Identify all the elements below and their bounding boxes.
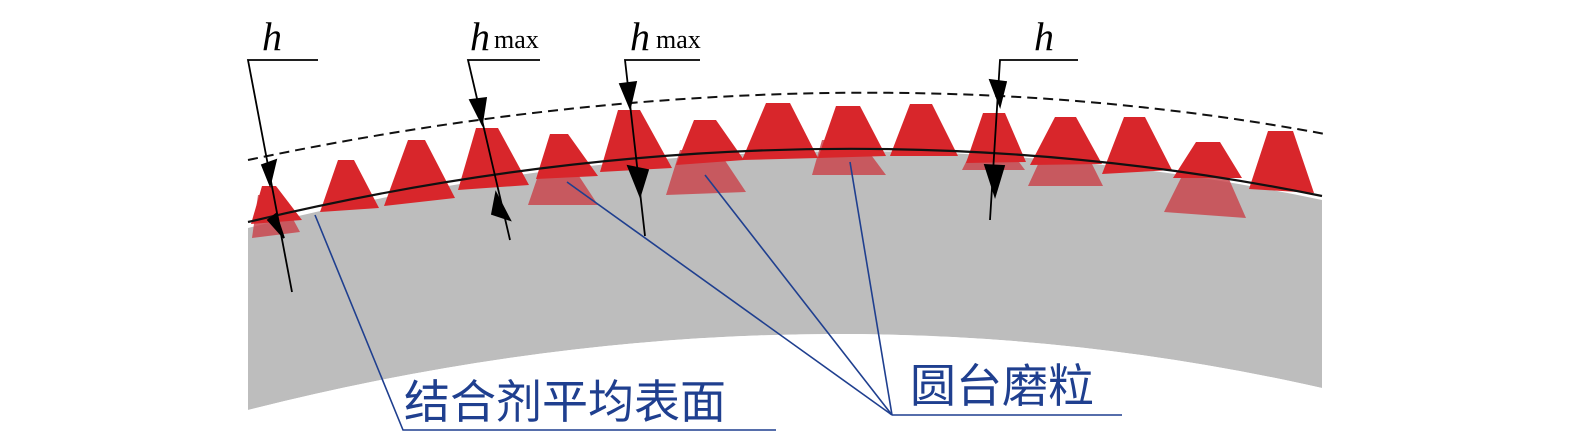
label-truncated-cone-grains: 圆台磨粒: [910, 359, 1094, 413]
leader-grains-3: [849, 161, 893, 416]
grain-embedded-7: [1164, 170, 1246, 218]
leader-grains-1: [566, 181, 893, 416]
grain-embedded-6: [1028, 160, 1103, 186]
grain-top-envelope-line: [247, 91, 1326, 161]
grain-4: [458, 128, 529, 190]
label-h-left: h: [262, 14, 282, 59]
grain-12: [1030, 117, 1102, 165]
abrasive-grains: [251, 103, 1314, 224]
grain-5: [536, 134, 598, 179]
binder-mean-surface-line: [247, 147, 1323, 224]
dimension-h-right: [983, 59, 1078, 221]
grain-2: [320, 160, 379, 212]
wheel-body: [248, 151, 1322, 410]
label-hmax-1-sub: max: [494, 25, 539, 54]
grain-14: [1173, 142, 1242, 178]
grain-embedded-parts: [252, 140, 1246, 238]
leader-lines: [314, 161, 1122, 431]
label-hmax-2-sub: max: [656, 25, 701, 54]
label-hmax-1-main: h: [470, 14, 490, 59]
grain-1: [251, 186, 302, 224]
grain-7: [676, 120, 744, 165]
grain-8: [742, 103, 818, 160]
grain-9: [818, 106, 886, 158]
label-binder-mean-surface: 结合剂平均表面: [404, 375, 726, 429]
grain-13: [1102, 117, 1172, 174]
wheel-inner-edge: [248, 334, 1322, 435]
leader-binder-surface: [314, 214, 776, 431]
grain-3: [384, 140, 455, 206]
dimension-h-left: [246, 59, 318, 293]
leader-grains-2: [704, 174, 893, 416]
label-h-right: h: [1034, 14, 1054, 59]
dimension-hmax-2: [618, 59, 700, 237]
grain-embedded-2: [528, 170, 598, 205]
grain-15: [1249, 131, 1314, 193]
grain-10: [890, 104, 958, 156]
label-hmax-2-main: h: [630, 14, 650, 59]
dimension-hmax-1: [466, 59, 540, 241]
